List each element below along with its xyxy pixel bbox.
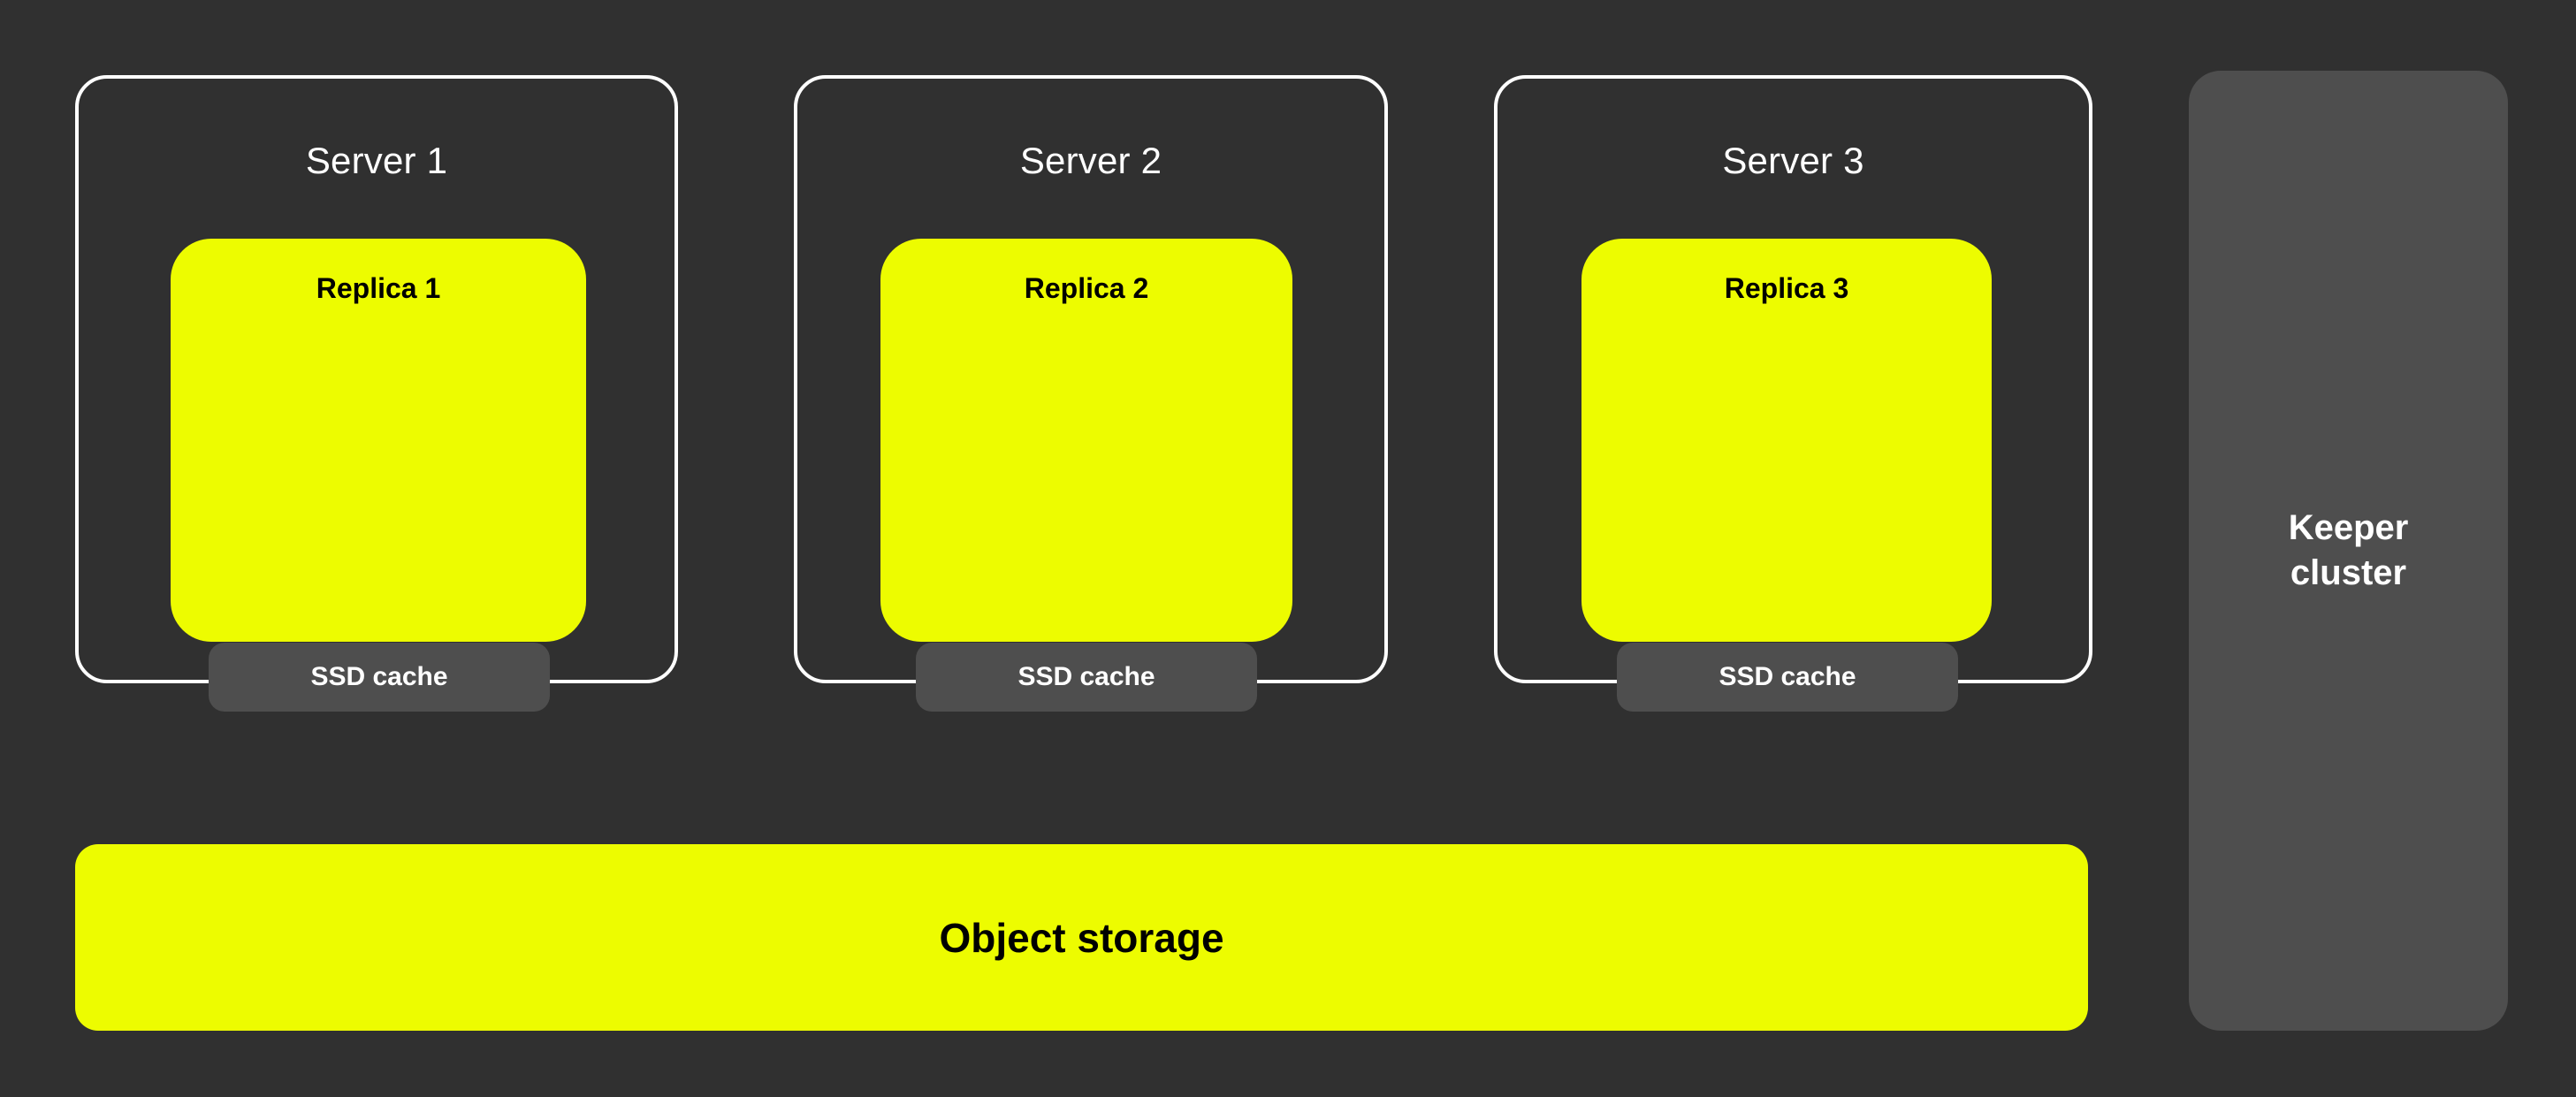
keeper-cluster-panel: Keeper cluster <box>2189 71 2508 1031</box>
replica-label-3: Replica 3 <box>1724 272 1849 304</box>
replica-label-2: Replica 2 <box>1024 272 1149 304</box>
server-title-3: Server 3 <box>1722 140 1864 181</box>
ssd-cache-3: SSD cache <box>1617 643 1958 712</box>
replica-box-3: Replica 3 <box>1581 239 1992 642</box>
server-title-2: Server 2 <box>1019 140 1162 181</box>
ssd-cache-1: SSD cache <box>209 643 550 712</box>
keeper-cluster-label: Keeper cluster <box>2288 507 2409 592</box>
replica-label-1: Replica 1 <box>316 272 441 304</box>
object-storage-block: Object storage <box>75 844 2088 1031</box>
ssd-cache-2: SSD cache <box>916 643 1257 712</box>
object-storage-label: Object storage <box>939 914 1224 961</box>
server-title-1: Server 1 <box>305 140 448 181</box>
replica-box-1: Replica 1 <box>171 239 586 642</box>
replica-box-2: Replica 2 <box>880 239 1292 642</box>
